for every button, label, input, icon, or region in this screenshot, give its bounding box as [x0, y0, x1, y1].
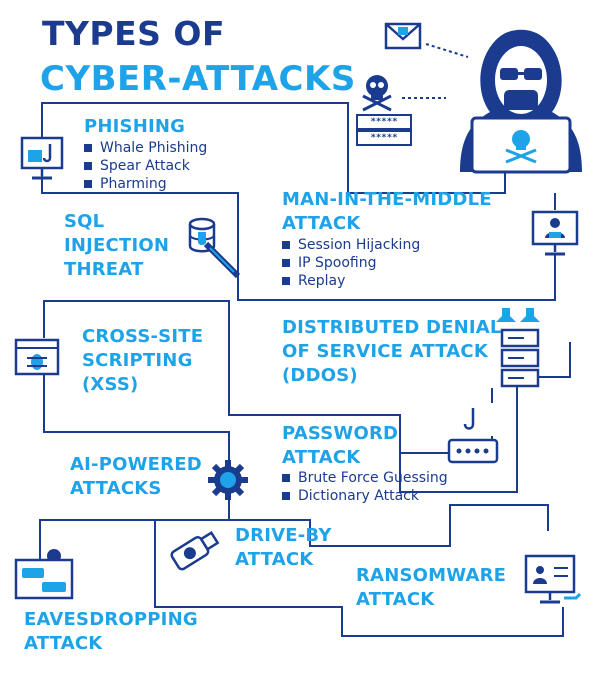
list-item: Brute Force Guessing	[282, 469, 448, 487]
password-field-icon: *****	[356, 130, 412, 146]
database-syringe-icon	[188, 217, 241, 279]
phishing-subtypes: Whale Phishing Spear Attack Pharming	[84, 139, 207, 193]
attack-heading-mitm: MAN-IN-THE-MIDDLE ATTACK	[282, 189, 492, 234]
attack-heading-ransomware: RANSOMWARE ATTACK	[356, 565, 507, 610]
attack-heading-xss: CROSS-SITE SCRIPTING (XSS)	[82, 326, 204, 395]
attack-heading-sql-injection: SQL INJECTION THREAT	[64, 211, 170, 280]
list-item: Session Hijacking	[282, 236, 420, 254]
list-item: Spear Attack	[84, 157, 207, 175]
dotted-arrow-icon	[425, 43, 469, 58]
dotted-arrow-icon	[402, 97, 446, 99]
hooded-hacker-icon	[460, 29, 582, 174]
hacker-laptop-icon	[531, 210, 579, 256]
ransomware-monitor-icon	[524, 554, 582, 604]
list-item: Replay	[282, 272, 420, 290]
list-item: Pharming	[84, 175, 207, 193]
server-attack-icon	[496, 308, 540, 388]
ai-gear-icon	[208, 460, 248, 500]
eavesdropping-chat-icon	[14, 549, 74, 600]
page-title-line2: CYBER-ATTACKS	[40, 59, 356, 99]
email-envelope-icon	[384, 22, 422, 50]
password-field-icon: *****	[356, 114, 412, 130]
mitm-subtypes: Session Hijacking IP Spoofing Replay	[282, 236, 420, 290]
browser-bug-icon	[14, 338, 60, 376]
password-hook-icon	[447, 408, 499, 464]
list-item: Whale Phishing	[84, 139, 207, 157]
skull-crossbones-icon	[362, 75, 392, 112]
attack-heading-password: PASSWORD ATTACK	[282, 423, 399, 468]
password-subtypes: Brute Force Guessing Dictionary Attack	[282, 469, 448, 505]
attack-heading-ddos: DISTRIBUTED DENIAL OF SERVICE ATTACK (DD…	[282, 317, 502, 386]
computer-phishing-icon	[20, 136, 64, 180]
usb-skull-icon	[170, 531, 220, 571]
list-item: IP Spoofing	[282, 254, 420, 272]
list-item: Dictionary Attack	[282, 487, 448, 505]
page-title-line1: TYPES OF	[42, 14, 225, 53]
attack-heading-ai-powered: AI-POWERED ATTACKS	[70, 454, 202, 499]
attack-heading-phishing: PHISHING	[84, 116, 186, 137]
attack-heading-eavesdropping: EAVESDROPPING ATTACK	[24, 609, 198, 654]
attack-heading-drive-by: DRIVE-BY ATTACK	[235, 525, 332, 570]
